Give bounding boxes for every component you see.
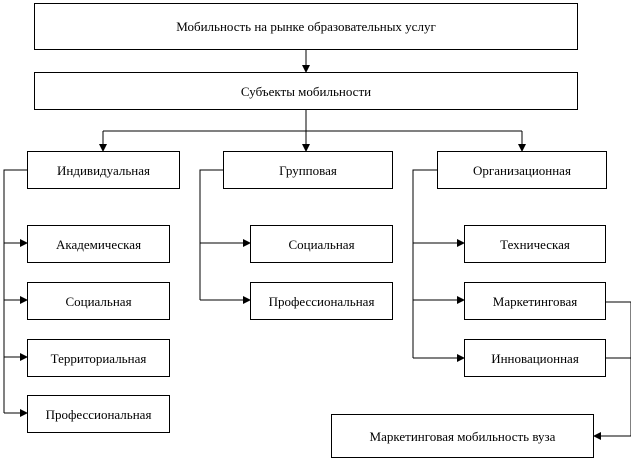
organizational-box: Организационная bbox=[437, 151, 607, 189]
individual-box: Индивидуальная bbox=[27, 151, 180, 189]
technical-box: Техническая bbox=[464, 225, 606, 263]
innovation-box: Инновационная bbox=[464, 339, 606, 377]
social-individual-box: Социальная bbox=[27, 282, 170, 320]
title-box: Мобильность на рынке образовательных усл… bbox=[34, 3, 578, 50]
result-box: Маркетинговая мобильность вуза bbox=[331, 414, 594, 458]
territorial-box: Территориальная bbox=[27, 339, 170, 377]
social-group-box: Социальная bbox=[250, 225, 393, 263]
group-box: Групповая bbox=[223, 151, 393, 189]
marketing-box: Маркетинговая bbox=[464, 282, 606, 320]
organizational-spine bbox=[412, 169, 437, 358]
marketing-to-right bbox=[606, 301, 631, 436]
individual-spine bbox=[3, 169, 27, 413]
professional-group-box: Профессиональная bbox=[250, 282, 393, 320]
group-spine bbox=[199, 169, 223, 300]
subjects-box: Субъекты мобильности bbox=[34, 72, 578, 110]
professional-individual-box: Профессиональная bbox=[27, 395, 170, 433]
academic-box: Академическая bbox=[27, 225, 170, 263]
